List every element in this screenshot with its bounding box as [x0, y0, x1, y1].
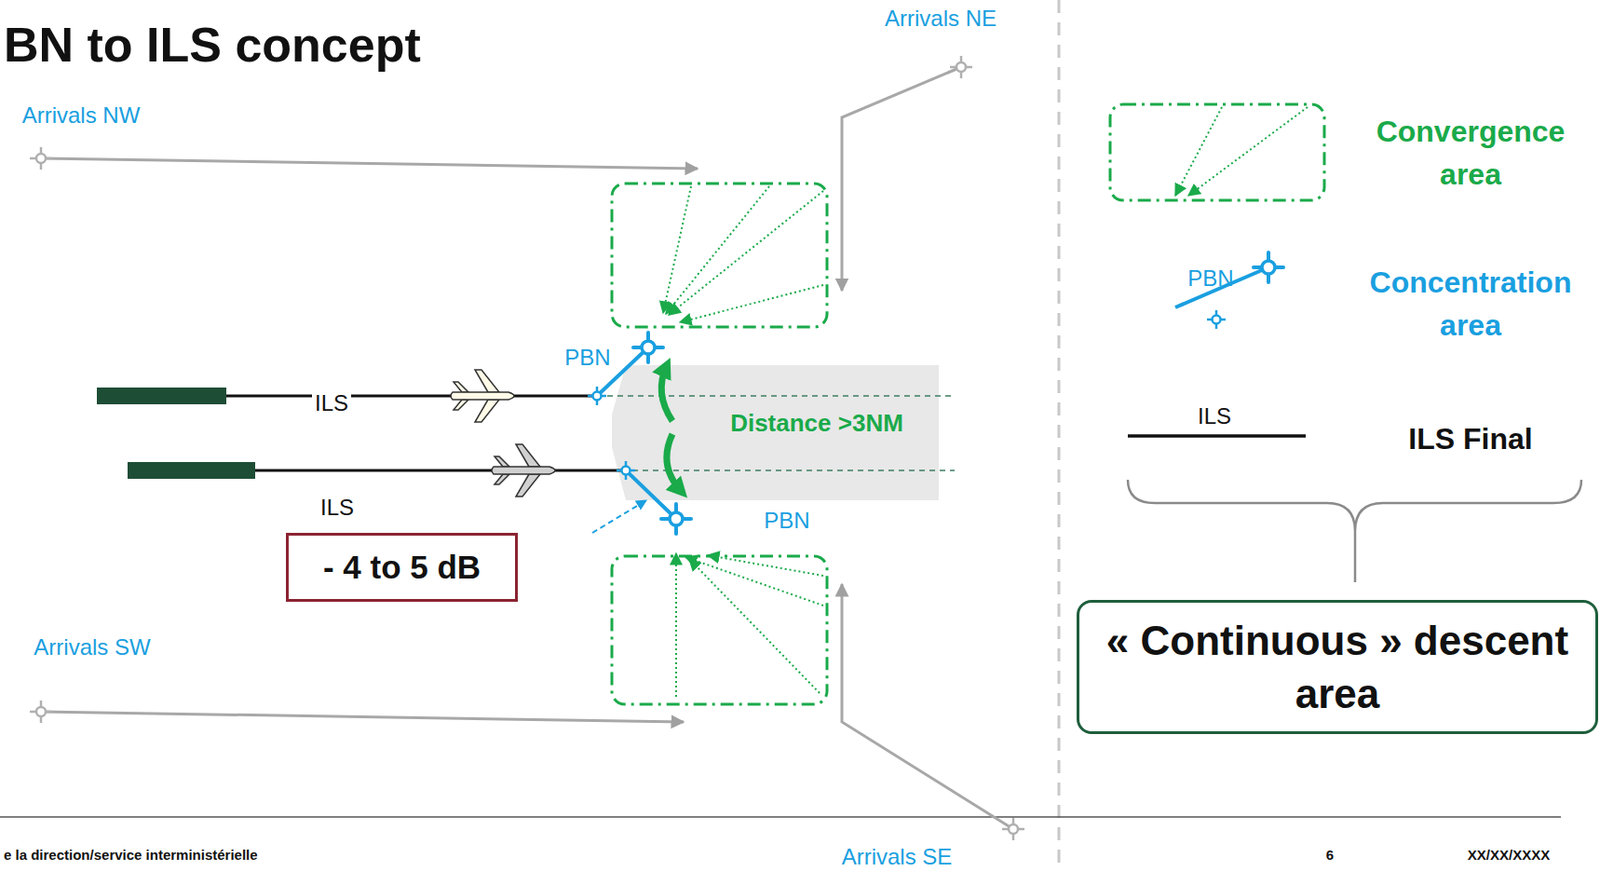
- date-text: XX/XX/XXXX: [1467, 846, 1550, 863]
- flow-label: Arrivals SE: [841, 843, 953, 870]
- pbn-label: PBN: [564, 344, 611, 371]
- descent-area-box: « Continuous » descent area: [1076, 599, 1599, 734]
- page-number: 6: [1326, 846, 1334, 863]
- legend-text: Convergence area: [1344, 109, 1597, 197]
- flow-label: Arrivals NW: [22, 102, 141, 129]
- distance-label: Distance >3NM: [730, 409, 904, 438]
- footer-text: e la direction/service interministériell…: [3, 846, 258, 863]
- legend-text: Concentration area: [1344, 260, 1597, 348]
- pbn-label: PBN: [763, 507, 810, 534]
- ils-label: ILS: [317, 494, 357, 521]
- slide-title: BN to ILS concept: [3, 17, 421, 74]
- ils-label: ILS: [1194, 403, 1234, 430]
- box-text: - 4 to 5 dB: [323, 548, 481, 586]
- flow-label: Arrivals NE: [884, 5, 997, 32]
- box-text: « Continuous » descent area: [1098, 613, 1577, 720]
- noise-reduction-box: - 4 to 5 dB: [285, 532, 518, 602]
- legend-text: ILS Final: [1344, 417, 1597, 461]
- flow-label: Arrivals SW: [33, 634, 150, 661]
- ils-label: ILS: [311, 390, 352, 417]
- pbn-label: PBN: [1187, 265, 1234, 292]
